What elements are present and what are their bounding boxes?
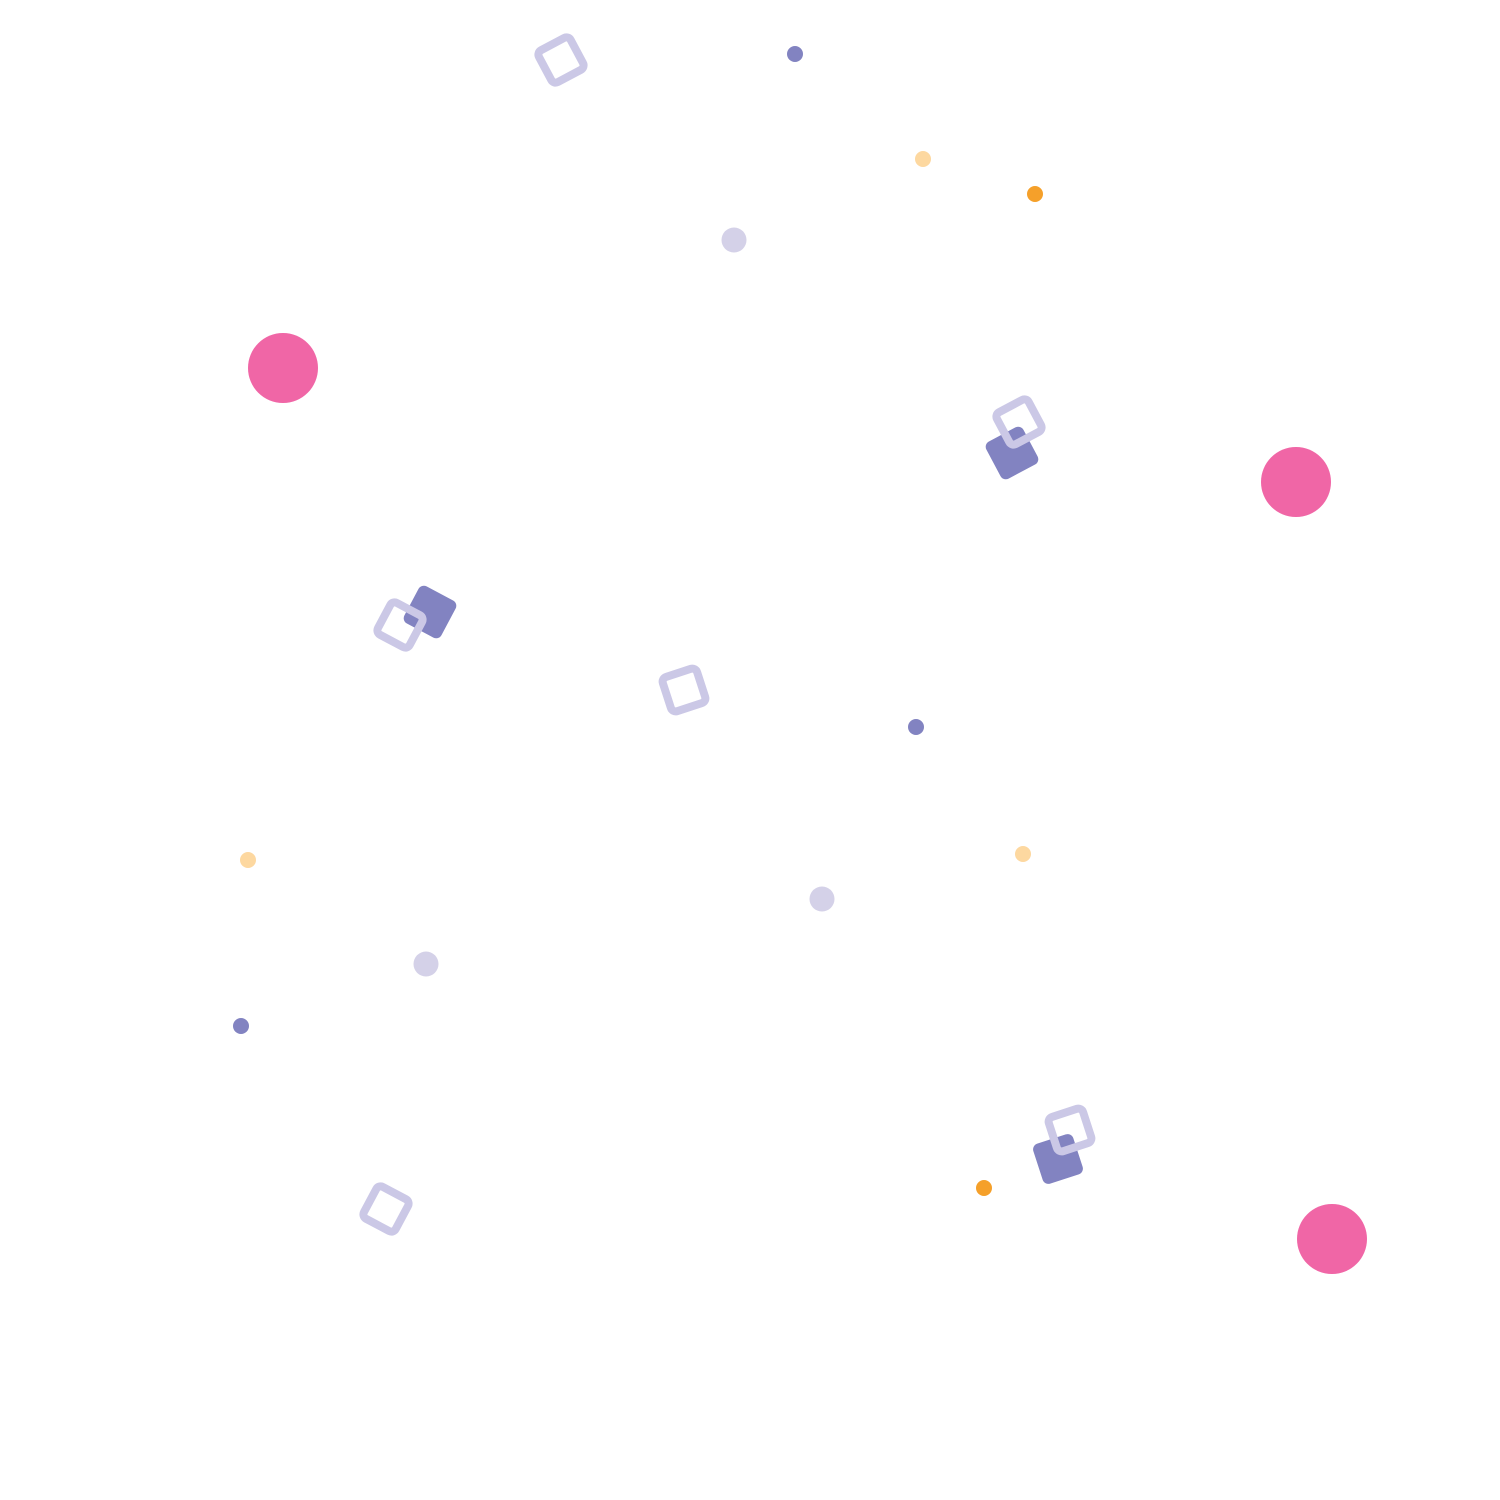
circle-icon [248,333,318,403]
dot-icon [908,719,924,735]
outline-square-icon [373,598,427,652]
dot-icon [809,886,835,912]
outline-square-icon [359,1182,413,1236]
dot-icon [233,1018,249,1034]
outline-square-icon [992,395,1046,449]
circle-icon [1261,447,1331,517]
dot-icon [976,1180,992,1196]
outline-square-icon [658,664,710,716]
outline-square-icon [1044,1104,1096,1156]
dot-icon [787,46,803,62]
dot-icon [1015,846,1031,862]
dot-icon [721,227,747,253]
dot-icon [915,151,931,167]
dot-icon [413,951,439,977]
dot-icon [1027,186,1043,202]
circle-icon [1297,1204,1367,1274]
dot-icon [240,852,256,868]
outline-square-icon [534,33,588,87]
